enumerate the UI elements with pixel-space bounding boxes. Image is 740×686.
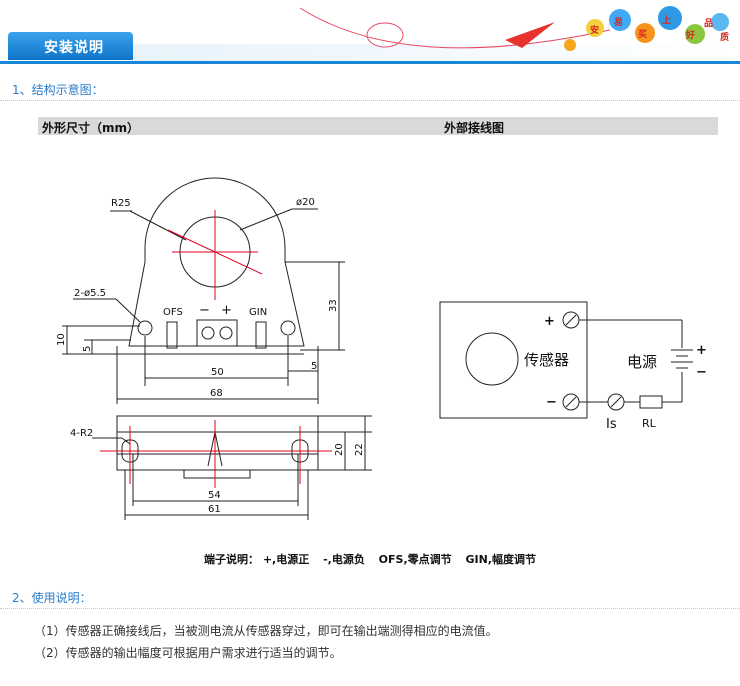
slogan-char: 易 <box>614 17 623 28</box>
slogan-char: 好 <box>685 29 695 41</box>
terminal-block <box>196 319 238 347</box>
label-dim-5-right: 5 <box>311 361 317 372</box>
bubble <box>564 39 576 51</box>
load-resistor <box>639 395 663 409</box>
terminal-legend-item: GIN,幅度调节 <box>465 553 536 566</box>
sensor-box <box>439 301 588 419</box>
terminal-legend: 端子说明： +,电源正 -,电源负 OFS,零点调节 GIN,幅度调节 <box>0 551 740 567</box>
gin-potentiometer <box>255 321 267 349</box>
label-dim-20: 20 <box>334 443 345 456</box>
r2-leader <box>121 437 131 445</box>
terminal-screw <box>201 326 215 340</box>
table-header-bar <box>38 117 718 135</box>
terminal-legend-item: OFS,零点调节 <box>378 553 452 566</box>
label-d20: ø20 <box>296 197 315 208</box>
d20-leader <box>239 208 293 231</box>
label-dim-54: 54 <box>208 490 221 501</box>
label-minus: − <box>199 303 210 318</box>
sensor-label: 传感器 <box>524 351 569 369</box>
label-r2: 4-R2 <box>70 428 93 439</box>
bubble <box>658 6 682 30</box>
banner-underline <box>0 61 740 64</box>
table-header-wiring: 外部接线图 <box>444 121 505 135</box>
ammeter-slot <box>610 396 622 408</box>
bottom-view-tab <box>183 469 251 479</box>
wiring-diagram: + − 传感器 电源 + − Is RL <box>439 301 707 432</box>
divider <box>0 100 740 101</box>
terminal-slot <box>565 314 577 326</box>
banner-decoration: 安 易 买 上 好 品 质 <box>299 6 729 51</box>
label-dim-50: 50 <box>211 367 224 378</box>
usage-line: （2）传感器的输出幅度可根据用户需求进行适当的调节。 <box>34 646 342 660</box>
mounting-hole <box>137 320 153 336</box>
supply-plus: + <box>696 343 707 358</box>
is-label: Is <box>606 417 617 432</box>
sensor-outline <box>128 177 305 347</box>
banner-background <box>133 44 740 61</box>
wiring-plus: + <box>544 314 555 329</box>
terminal-screw <box>219 326 233 340</box>
supply-label: 电源 <box>627 353 657 371</box>
label-plus: + <box>221 303 232 318</box>
supply-minus: − <box>696 365 707 380</box>
bubble <box>609 9 631 31</box>
slogan-char: 买 <box>638 29 647 40</box>
label-dim-33: 33 <box>328 299 339 312</box>
mounting-hole <box>280 320 296 336</box>
label-dim-5-left: 5 <box>82 346 93 352</box>
label-dim-61: 61 <box>208 504 221 515</box>
slogan-char: 安 <box>590 24 599 36</box>
bubble <box>711 13 729 31</box>
banner-title: 安装说明 <box>44 40 104 56</box>
divider <box>0 608 740 609</box>
bubble <box>635 23 655 43</box>
terminal-legend-item: -,电源负 <box>323 553 365 566</box>
wiring-minus: − <box>546 395 557 410</box>
slogan-char: 品 <box>704 18 713 29</box>
section-heading: 1、结构示意图： <box>12 83 104 97</box>
bubble <box>685 24 705 44</box>
paper-plane-icon <box>505 22 555 48</box>
table-header-dimensions: 外形尺寸（mm） <box>42 121 140 135</box>
ofs-potentiometer <box>166 321 178 349</box>
label-gin: GIN <box>249 307 267 318</box>
rl-label: RL <box>642 417 657 430</box>
terminal-legend-title: 端子说明： <box>203 553 259 566</box>
holes-leader <box>115 298 141 323</box>
swoosh-loop <box>366 22 404 48</box>
banner-tab <box>8 32 133 60</box>
swoosh-line <box>299 7 611 49</box>
section-heading: 2、使用说明： <box>12 591 92 605</box>
slogan-char: 上 <box>662 14 671 26</box>
usage-line: （1）传感器正确接线后，当被测电流从传感器穿过，即可在输出端测得相应的电流值。 <box>34 624 498 638</box>
dimension-drawing: R25 ø20 2-ø5.5 OFS − + GIN 33 10 5 50 5 … <box>56 177 372 520</box>
label-ofs: OFS <box>163 307 183 318</box>
label-r25: R25 <box>111 198 131 209</box>
bubble <box>586 19 604 37</box>
label-dim-22: 22 <box>354 443 365 456</box>
r25-leader <box>129 210 187 241</box>
slogan-char: 质 <box>720 31 729 43</box>
terminal-slot <box>565 396 577 408</box>
label-dim-10: 10 <box>56 333 67 346</box>
terminal-legend-item: +,电源正 <box>262 553 310 566</box>
sensor-aperture <box>465 332 519 386</box>
label-dim-68: 68 <box>210 388 223 399</box>
label-holes: 2-ø5.5 <box>74 288 106 299</box>
